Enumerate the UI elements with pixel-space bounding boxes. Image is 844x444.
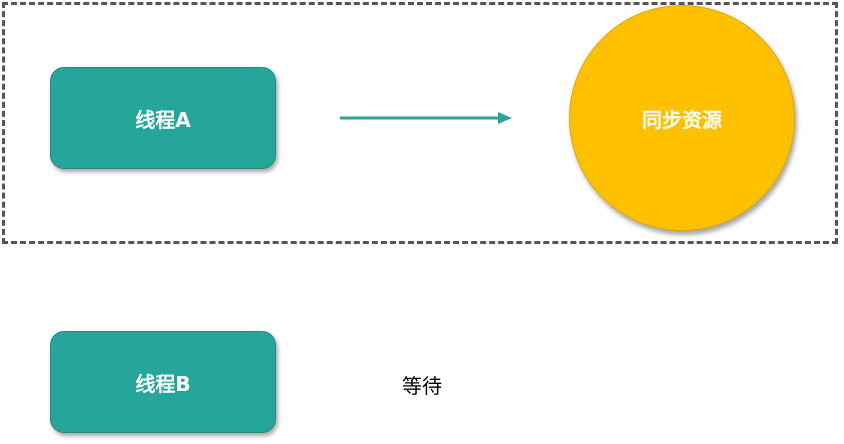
sync-resource-circle: 同步资源	[569, 5, 795, 231]
sync-resource-label: 同步资源	[642, 107, 722, 132]
thread-b-label: 线程B	[135, 371, 191, 396]
lock-region-dashed-frame	[2, 2, 838, 244]
thread-a-label: 线程A	[135, 107, 191, 132]
wait-label: 等待	[402, 374, 442, 398]
access-arrow-head	[498, 112, 512, 124]
thread-b-box: 线程B	[50, 331, 276, 433]
thread-a-box: 线程A	[50, 67, 276, 169]
access-arrow	[340, 112, 512, 124]
